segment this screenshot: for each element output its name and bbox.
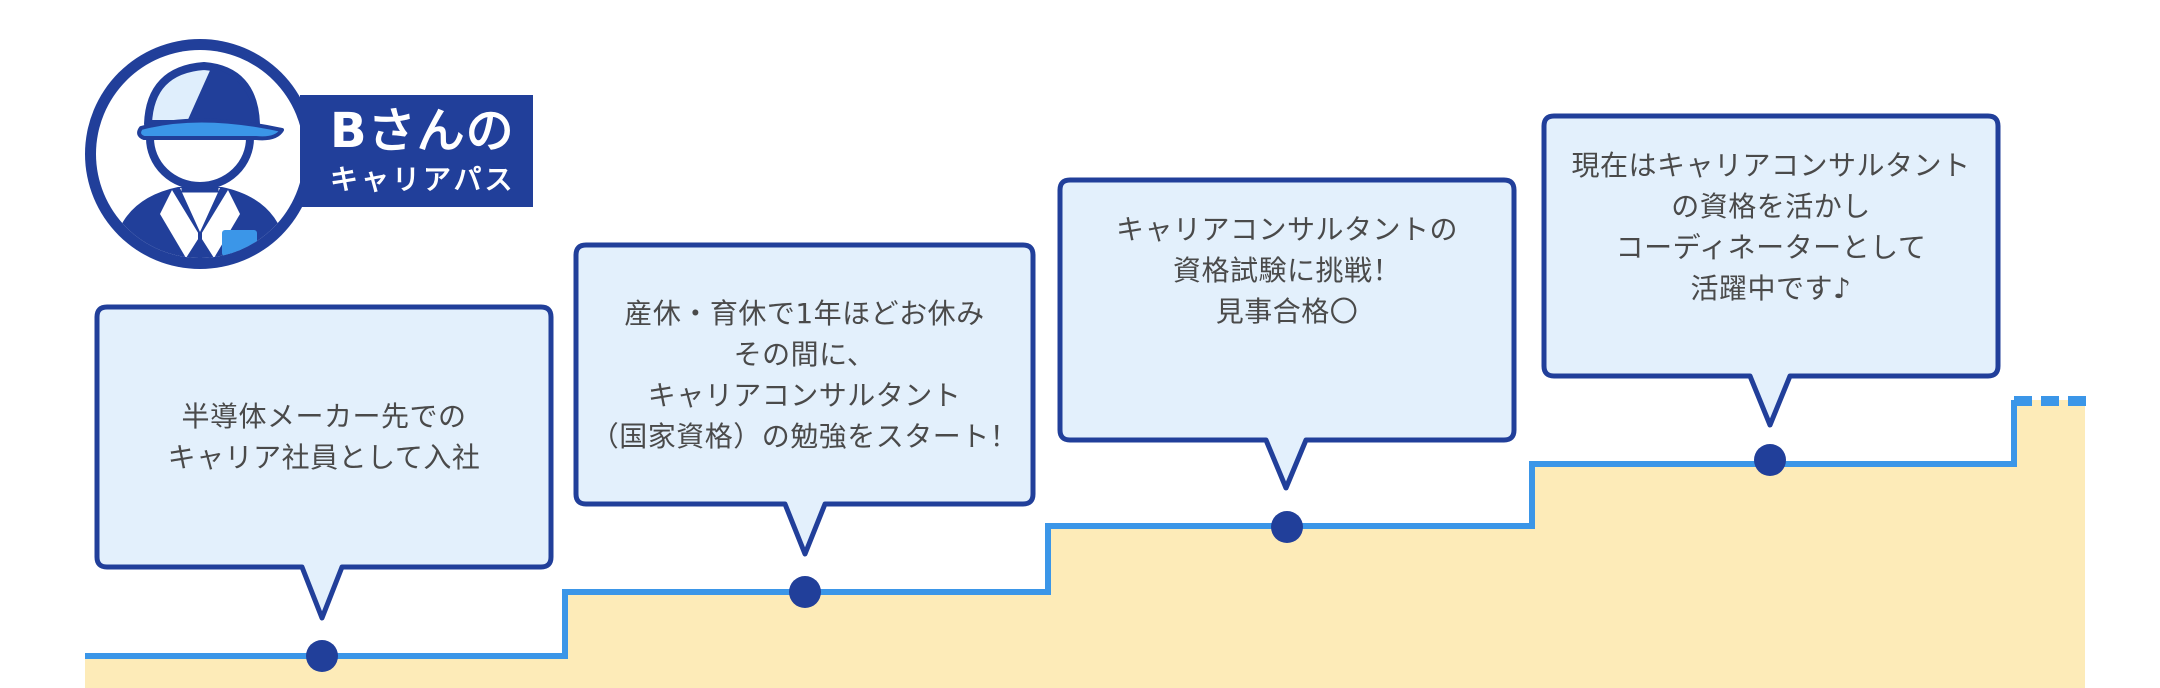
bubble-line: 現在はキャリアコンサルタント bbox=[1571, 149, 1971, 182]
bubble-line: 資格試験に挑戦！ bbox=[1172, 253, 1401, 287]
bubble-step-4: 現在はキャリアコンサルタント の資格を活かし コーディネーターとして 活躍中です… bbox=[1544, 116, 1998, 338]
worker-avatar-icon bbox=[85, 39, 315, 269]
page-subtitle: キャリアパス bbox=[330, 163, 516, 196]
bubble-step-3: キャリアコンサルタントの 資格試験に挑戦！ 見事合格〇 bbox=[1060, 180, 1514, 360]
bubble-line: コーディネーターとして bbox=[1615, 231, 1927, 264]
page-title: Bさんの bbox=[330, 103, 515, 159]
bubble-step-3-shape bbox=[1057, 177, 1517, 491]
bubble-line: 見事合格〇 bbox=[1215, 294, 1359, 328]
bubble-line: 産休・育休で1年ほどお休み bbox=[624, 296, 985, 330]
bubble-step-2: 産休・育休で1年ほどお休み その間に、 キャリアコンサルタント （国家資格）の勉… bbox=[576, 245, 1033, 504]
milestone-dot-2 bbox=[789, 576, 821, 608]
bubble-line: その間に、 bbox=[733, 337, 876, 371]
milestone-dot-1 bbox=[306, 640, 338, 672]
bubble-step-2-shape bbox=[573, 242, 1036, 557]
bubble-step-4-shape bbox=[1541, 113, 2001, 428]
bubble-line: キャリア社員として入社 bbox=[167, 441, 481, 474]
stair-path-line bbox=[85, 400, 2017, 659]
bubble-line: 活躍中です♪ bbox=[1690, 272, 1852, 305]
bubble-line: キャリアコンサルタントの bbox=[1115, 212, 1458, 246]
title-block: Bさんの キャリアパス bbox=[300, 95, 533, 207]
milestone-dot-3 bbox=[1271, 511, 1303, 543]
bubble-step-1-shape bbox=[94, 304, 554, 621]
stair-ground bbox=[85, 400, 2085, 688]
bubble-line: キャリアコンサルタント bbox=[647, 378, 962, 412]
bubble-step-1: 半導体メーカー先での キャリア社員として入社 bbox=[97, 307, 551, 567]
bubble-line: （国家資格）の勉強をスタート！ bbox=[590, 419, 1019, 453]
milestone-dot-4 bbox=[1754, 444, 1786, 476]
bubble-line: 半導体メーカー先での bbox=[181, 400, 467, 433]
bubble-line: の資格を活かし bbox=[1671, 190, 1871, 223]
